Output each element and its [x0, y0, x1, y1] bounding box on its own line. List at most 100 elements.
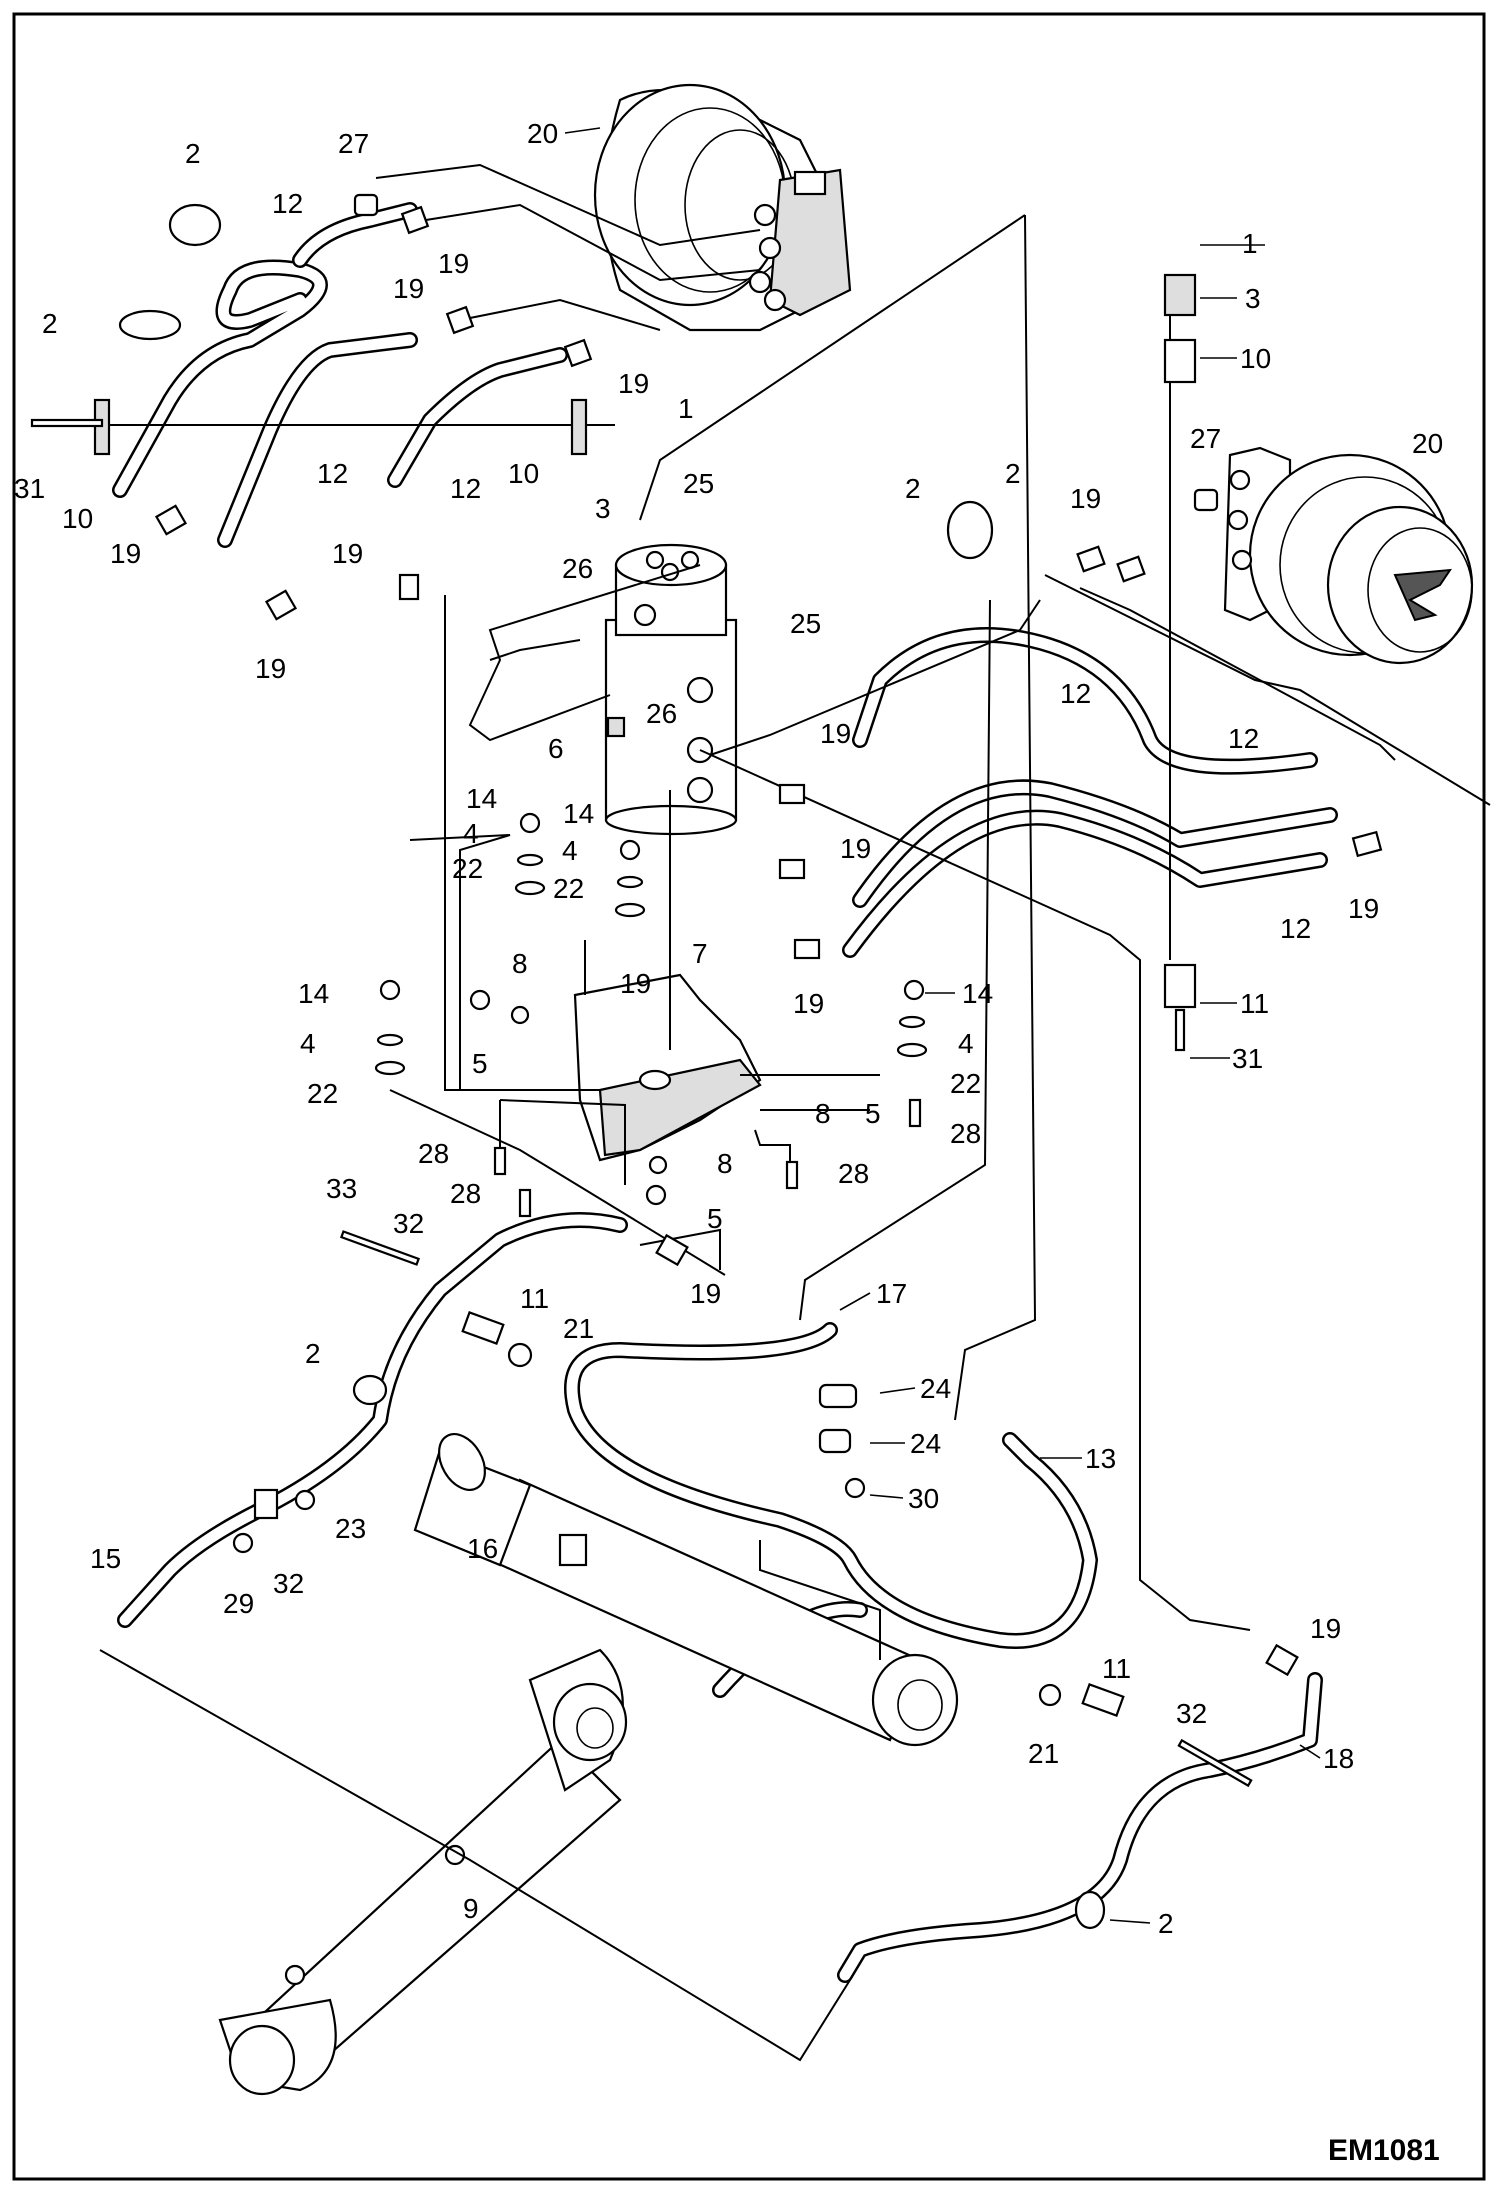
diagram-border [12, 12, 1486, 2181]
callout-c21b: 21 [1028, 1738, 1059, 1769]
callout-c11a: 11 [1240, 988, 1269, 1019]
callout-c29: 29 [223, 1588, 254, 1619]
callout-c23: 23 [335, 1513, 366, 1544]
callout-c2a: 2 [185, 138, 201, 169]
callout-c19d: 19 [110, 538, 141, 569]
callout-c4c: 4 [300, 1028, 316, 1059]
callout-c22d: 22 [950, 1068, 981, 1099]
callout-c2e: 2 [305, 1338, 321, 1369]
callout-c3a: 3 [595, 493, 611, 524]
callout-c7: 7 [692, 938, 708, 969]
callout-c32a: 32 [393, 1208, 424, 1239]
callout-c32c: 32 [1176, 1698, 1207, 1729]
callout-c26a: 26 [562, 553, 593, 584]
mount-bracket [573, 973, 762, 1162]
hoses-right [842, 627, 1338, 958]
callout-c20b: 20 [1412, 428, 1443, 459]
callout-c5a: 5 [472, 1048, 488, 1079]
callout-c22a: 22 [452, 853, 483, 884]
callout-c19e: 19 [332, 538, 363, 569]
callout-c8b: 8 [815, 1098, 831, 1129]
callout-labels: 20 27 2 12 19 19 19 2 19 1 31 10 10 12 1… [14, 118, 1443, 2167]
callout-c12d: 12 [1060, 678, 1091, 709]
callout-c12f: 12 [1280, 913, 1311, 944]
callout-c8c: 8 [717, 1148, 733, 1179]
callout-c14b: 14 [563, 798, 594, 829]
callout-c20a: 20 [527, 118, 558, 149]
callout-c19f: 19 [255, 653, 286, 684]
callout-c19c: 19 [618, 368, 649, 399]
callout-c16: 16 [467, 1533, 498, 1564]
callout-c27a: 27 [338, 128, 369, 159]
callout-c2b: 2 [42, 308, 58, 339]
callout-c10a: 10 [62, 503, 93, 534]
callout-c21a: 21 [563, 1313, 594, 1344]
callout-c28a: 28 [950, 1118, 981, 1149]
hoses-upper-left [112, 202, 568, 548]
callout-c19m: 19 [1310, 1613, 1341, 1644]
callout-c14c: 14 [298, 978, 329, 1009]
callout-c4a: 4 [463, 818, 479, 849]
callout-c19g: 19 [1070, 483, 1101, 514]
callout-c5b: 5 [865, 1098, 881, 1129]
callout-c2c: 2 [905, 473, 921, 504]
hoses-lower [117, 1212, 1323, 1983]
callout-c12b: 12 [317, 458, 348, 489]
callout-c9: 9 [463, 1893, 479, 1924]
callout-leaders [564, 127, 1321, 1924]
callout-c4b: 4 [562, 835, 578, 866]
callout-c26b: 26 [646, 698, 677, 729]
callout-c27b: 27 [1190, 423, 1221, 454]
callout-c14a: 14 [466, 783, 497, 814]
callout-c19h: 19 [820, 718, 851, 749]
callout-c6: 6 [548, 733, 564, 764]
callout-c1b: 1 [1242, 228, 1258, 259]
callout-c19i: 19 [840, 833, 871, 864]
callout-c22c: 22 [307, 1078, 338, 1109]
callout-c12a: 12 [272, 188, 303, 219]
callout-c10b: 10 [508, 458, 539, 489]
callout-c4d: 4 [958, 1028, 974, 1059]
callout-c31b: 31 [1232, 1043, 1263, 1074]
callout-c5c: 5 [707, 1203, 723, 1234]
callout-c19l: 19 [1348, 893, 1379, 924]
callout-c3b: 3 [1245, 283, 1261, 314]
callout-c12e: 12 [1228, 723, 1259, 754]
callout-c18: 18 [1323, 1743, 1354, 1774]
callout-c19n: 19 [620, 968, 651, 999]
callout-c19k: 19 [690, 1278, 721, 1309]
callout-c13: 13 [1085, 1443, 1116, 1474]
callout-c12c: 12 [450, 473, 481, 504]
callout-c2f: 2 [1158, 1908, 1174, 1939]
callout-c10c: 10 [1240, 343, 1271, 374]
callout-c25b: 25 [790, 608, 821, 639]
callout-c31a: 31 [14, 473, 45, 504]
hardware [30, 193, 1383, 1930]
callout-c15: 15 [90, 1543, 121, 1574]
callout-c14d: 14 [962, 978, 993, 1009]
callout-c19b: 19 [438, 248, 469, 279]
callout-c11c: 11 [1102, 1653, 1131, 1684]
callout-c19j: 19 [793, 988, 824, 1019]
callout-c30: 30 [908, 1483, 939, 1514]
drive-motor-right [1223, 446, 1474, 665]
callout-c2d: 2 [1005, 458, 1021, 489]
callout-c17: 17 [876, 1278, 907, 1309]
arm-cylinder [218, 1648, 628, 2096]
drive-motor-left [593, 83, 852, 332]
callout-c19a: 19 [393, 273, 424, 304]
reference-code: EM1081 [1328, 2134, 1440, 2167]
callout-c28c: 28 [450, 1178, 481, 1209]
callout-c24a: 24 [920, 1373, 951, 1404]
callout-c22b: 22 [553, 873, 584, 904]
callout-c24b: 24 [910, 1428, 941, 1459]
callout-c11b: 11 [520, 1283, 549, 1314]
callout-c25a: 25 [683, 468, 714, 499]
callout-c28d: 28 [838, 1158, 869, 1189]
callout-c28b: 28 [418, 1138, 449, 1169]
hydraulic-cylinder [413, 1433, 959, 1747]
callout-c33: 33 [326, 1173, 357, 1204]
callout-c1a: 1 [678, 393, 694, 424]
routing-lines [99, 163, 1491, 2062]
callout-c32b: 32 [273, 1568, 304, 1599]
